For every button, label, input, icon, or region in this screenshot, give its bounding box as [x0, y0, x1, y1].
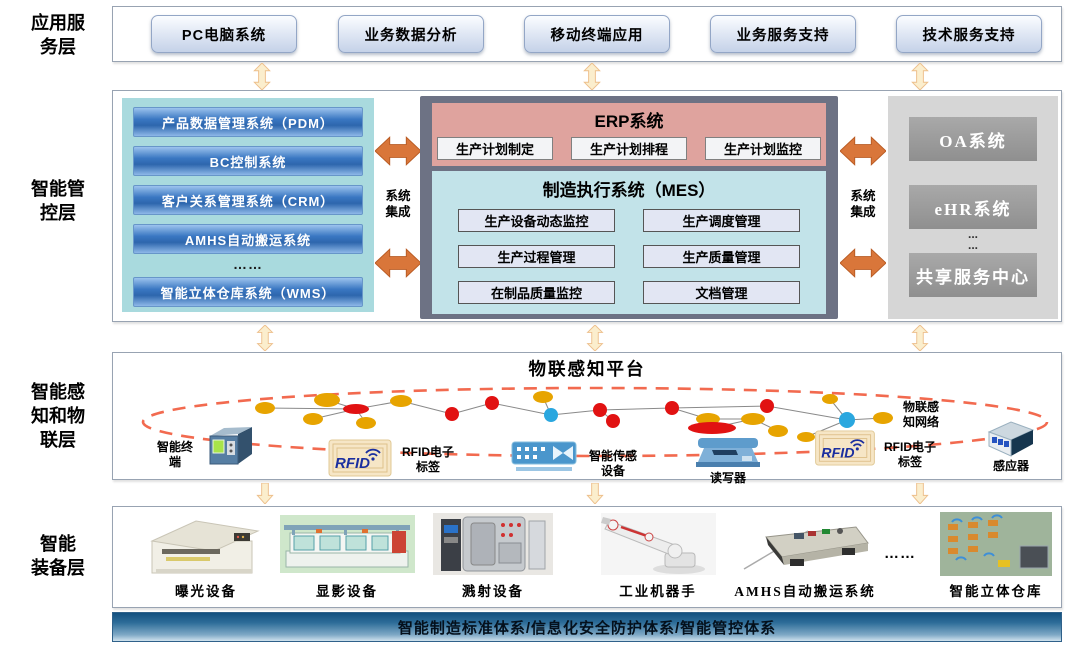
warehouse-caption: 智能立体仓库	[949, 584, 1043, 599]
inductor-icon	[983, 418, 1039, 463]
right-panel-ellipsis: ... ...	[967, 227, 978, 252]
iot-platform-title: 物联感知平台	[528, 359, 646, 379]
system-item-wms: 智能立体仓库系统（WMS）	[133, 277, 363, 307]
app-item-mobile-terminal: 移动终端应用	[524, 15, 670, 53]
system-integration-label-right: 系统 集成	[850, 189, 876, 220]
app-layer-label: 应用服 务层	[31, 13, 85, 57]
robot-arm-image	[594, 511, 722, 577]
equipment-developing: 显影设备	[276, 511, 418, 600]
app-item-tech-support: 技术服务支持	[896, 15, 1042, 53]
exposure-caption: 曝光设备	[175, 584, 237, 599]
erp-title: ERP系统	[594, 112, 664, 131]
mes-item-equipment-monitoring: 生产设备动态监控	[458, 209, 615, 232]
iot-layer-label: 智能感 知和物 联层	[31, 382, 85, 450]
system-item-pdm: 产品数据管理系统（PDM）	[133, 107, 363, 137]
equipment-sputtering: 溅射设备	[426, 511, 560, 600]
office-systems-panel: OA系统 eHR系统 ... ... 共享服务中心	[888, 96, 1058, 319]
system-item-amhs: AMHS自动搬运系统	[133, 224, 363, 254]
rfid-tag-text: RFID	[335, 455, 370, 472]
down-arrow-icon	[585, 482, 605, 509]
footer-text: 智能制造标准体系/信息化安全防护体系/智能管控体系	[397, 619, 777, 637]
control-layer-label: 智能管 控层	[31, 179, 85, 223]
smart-sensor-label: 智能传感 设备	[588, 449, 637, 478]
rfid-tag-label: RFID电子 标签	[884, 440, 936, 469]
integration-arrow-icon	[374, 131, 422, 176]
mes-item-wip-quality-monitoring: 在制品质量监控	[458, 281, 615, 304]
rfid-reader-icon	[692, 436, 764, 475]
developing-caption: 显影设备	[316, 584, 378, 599]
iot-layer-frame	[112, 352, 1062, 480]
down-arrow-icon	[255, 482, 275, 509]
integration-arrow-icon	[374, 243, 422, 288]
equipment-exposure: 曝光设备	[140, 511, 272, 600]
erp-item-plan-making: 生产计划制定	[437, 137, 553, 160]
updown-arrow-icon	[585, 324, 605, 356]
rfid-tag-icon: RFID	[814, 430, 876, 471]
app-item-business-support: 业务服务支持	[710, 15, 856, 53]
rfid-tag-icon: RFID	[328, 439, 392, 482]
app-item-pc-system: PC电脑系统	[151, 15, 297, 53]
erp-box: ERP系统 生产计划制定 生产计划排程 生产计划监控	[432, 103, 826, 166]
down-arrow-icon	[910, 482, 930, 509]
sputtering-machine-image	[426, 511, 560, 577]
equipment-layer-frame	[112, 506, 1062, 608]
robot-arm-caption: 工业机器手	[619, 584, 697, 599]
equipment-layer-label: 智能 装备层	[31, 534, 85, 578]
mes-item-document-management: 文档管理	[643, 281, 800, 304]
exposure-machine-image	[140, 511, 272, 577]
erp-item-plan-monitoring: 生产计划监控	[705, 137, 821, 160]
sputtering-caption: 溅射设备	[462, 584, 524, 599]
iot-network-label: 物联感 知网络	[902, 400, 939, 429]
iot-network-graphic	[141, 386, 1049, 458]
rfid-tag-text: RFID	[821, 445, 854, 461]
mes-box: 制造执行系统（MES） 生产设备动态监控 生产调度管理 生产过程管理 生产质量管…	[432, 171, 826, 314]
system-item-bc-control: BC控制系统	[133, 146, 363, 176]
smart-terminal-label: 智能终 端	[156, 440, 193, 469]
updown-arrow-icon	[910, 324, 930, 356]
app-item-data-analysis: 业务数据分析	[338, 15, 484, 53]
equipment-warehouse: 智能立体仓库	[936, 511, 1056, 600]
footer-standards-bar: 智能制造标准体系/信息化安全防护体系/智能管控体系	[112, 612, 1062, 642]
equipment-robot-arm: 工业机器手	[594, 511, 722, 600]
enterprise-systems-panel: 产品数据管理系统（PDM） BC控制系统 客户关系管理系统（CRM） AMHS自…	[122, 98, 374, 312]
equipment-ellipsis: ……	[884, 545, 916, 562]
amhs-caption: AMHS自动搬运系统	[734, 584, 876, 599]
system-item-crm: 客户关系管理系统（CRM）	[133, 185, 363, 215]
amhs-vehicle-image	[730, 511, 880, 577]
system-item-ehr: eHR系统	[909, 185, 1037, 229]
mes-item-process-management: 生产过程管理	[458, 245, 615, 268]
rfid-reader-label: 读写器	[709, 471, 746, 485]
integration-arrow-icon	[839, 131, 887, 176]
mes-item-quality-management: 生产质量管理	[643, 245, 800, 268]
developing-machine-image	[276, 511, 418, 577]
mes-item-dispatch-management: 生产调度管理	[643, 209, 800, 232]
left-panel-ellipsis: ……	[233, 256, 263, 272]
smart-terminal-icon	[204, 422, 256, 477]
integration-arrow-icon	[839, 243, 887, 288]
system-integration-label-left: 系统 集成	[385, 189, 411, 220]
equipment-amhs: AMHS自动搬运系统	[730, 511, 880, 600]
updown-arrow-icon	[255, 324, 275, 356]
system-item-shared-service: 共享服务中心	[909, 253, 1037, 297]
smart-sensor-icon	[511, 440, 581, 477]
system-item-oa: OA系统	[909, 117, 1037, 161]
rfid-tag-label: RFID电子 标签	[402, 445, 454, 474]
erp-item-plan-scheduling: 生产计划排程	[571, 137, 687, 160]
inductor-label: 感应器	[992, 459, 1029, 473]
mes-title: 制造执行系统（MES）	[542, 181, 716, 200]
smart-warehouse-image	[936, 511, 1056, 577]
